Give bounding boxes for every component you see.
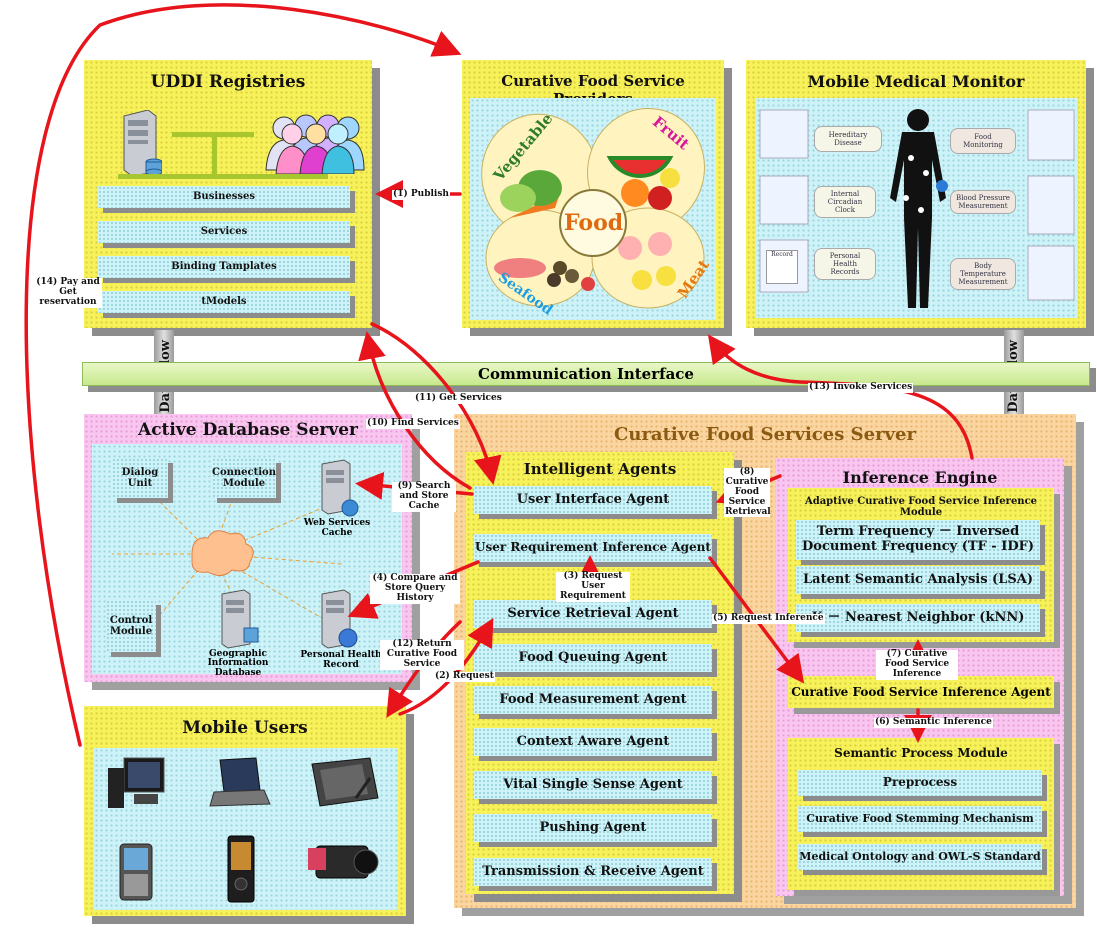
record-card: Record [766, 250, 798, 284]
semantic-title: Semantic Process Module [834, 746, 1008, 760]
flow-label-6: (6) Semantic Inference [874, 717, 993, 728]
flow-label-7: (7) Curative Food Service Inference [876, 649, 958, 680]
flow-label-2: (2) Request [434, 671, 495, 682]
mobile-panel: Mobile Users [84, 706, 406, 916]
semantic-stemming: Curative Food Stemming Mechanism [798, 806, 1042, 832]
db-web-services-cache-label: Web Services Cache [303, 518, 371, 538]
callout-body-temperature: Body Temperature Measurement [950, 258, 1016, 290]
medical-panel: Mobile Medical Monitor Hereditary Diseas… [746, 60, 1086, 328]
agent-vital-single-sense: Vital Single Sense Agent [474, 771, 712, 799]
adaptive-title: Adaptive Curative Food Service Inference… [804, 496, 1038, 518]
flow-label-13: (13) Invoke Services [808, 382, 914, 393]
uddi-bar-binding-templates: Binding Tamplates [98, 256, 350, 278]
adaptive-lsa: Latent Semantic Analysis (LSA) [796, 566, 1040, 594]
semantic-preprocess: Preprocess [798, 770, 1042, 796]
mobile-devices [94, 748, 398, 910]
uddi-panel: UDDI Registries Busine [84, 60, 372, 328]
callout-blood-pressure: Blood Pressure Measurement [950, 190, 1016, 214]
uddi-connector-v [212, 132, 217, 178]
semantic-ontology: Medical Ontology and OWL-S Standard [798, 844, 1042, 870]
uddi-title: UDDI Registries [150, 72, 306, 92]
flow-label-9: (9) Search and Store Cache [392, 481, 456, 512]
providers-panel: Curative Food Service Providers Food [462, 60, 724, 328]
flow-label-8: (8) Curative Food Service Retrieval [724, 467, 771, 518]
server-panel: Curative Food Services Server Intelligen… [454, 414, 1076, 908]
server-title: Curative Food Services Server [614, 424, 916, 445]
medical-image: Hereditary Disease Internal Circadian Cl… [756, 98, 1078, 318]
agent-user-requirement-inference: User Requirement Inference Agent [474, 534, 712, 562]
agent-context-aware: Context Aware Agent [474, 728, 712, 756]
callout-health-records: Personal Health Records [814, 248, 876, 280]
db-dialog-unit: Dialog Unit [112, 458, 168, 498]
db-connection-module: Connection Module [212, 458, 276, 498]
communication-interface: Communication Interface [82, 362, 1090, 386]
agent-food-queuing: Food Queuing Agent [474, 644, 712, 672]
agent-pushing: Pushing Agent [474, 814, 712, 842]
users-group-icon [256, 112, 366, 175]
flow-label-4: (4) Compare and Store Query History [370, 573, 460, 604]
adaptive-knn: K － Nearest Neighbor (kNN) [796, 604, 1040, 632]
adaptive-tfidf: Term Frequency － Inversed Document Frequ… [796, 520, 1040, 560]
food-center-label: Food [564, 210, 624, 236]
callout-hereditary: Hereditary Disease [814, 126, 882, 152]
uddi-bar-businesses: Businesses [98, 186, 350, 208]
inference-engine-title: Inference Engine [842, 468, 998, 487]
db-control-module: Control Module [106, 600, 156, 652]
uddi-bar-services: Services [98, 221, 350, 243]
server-icon [118, 109, 163, 177]
food-image: Food Vegetable Fruit Seafood Meat [470, 98, 716, 320]
flow-label-12: (12) Return Curative Food Service [380, 639, 464, 670]
callout-food-monitoring: Food Monitoring [950, 128, 1016, 154]
flow-label-11: (11) Get Services [414, 393, 503, 404]
db-title: Active Database Server [138, 420, 358, 440]
agent-service-retrieval: Service Retrieval Agent [474, 600, 712, 628]
uddi-connector-h [118, 174, 328, 179]
db-panel: Active Database Server Dialog Unit Con [84, 414, 412, 682]
db-geographic-label: Geographic Information Database [207, 649, 269, 678]
inference-agent-box: Curative Food Service Inference Agent [788, 676, 1054, 708]
flow-label-10: (10) Find Services [366, 418, 460, 429]
agent-user-interface: User Interface Agent [474, 486, 712, 514]
agents-title: Intelligent Agents [523, 460, 677, 478]
agent-transmission-receive: Transmission & Receive Agent [474, 858, 712, 886]
db-inner: Dialog Unit Connection Module Web Servic… [92, 444, 402, 678]
flow-label-3: (3) Request User Requirement [556, 571, 630, 602]
inference-agent-label: Curative Food Service Inference Agent [791, 685, 1051, 699]
flow-label-14: (14) Pay and Get reservation [34, 277, 102, 308]
medical-title: Mobile Medical Monitor [807, 72, 1025, 91]
agent-food-measurement: Food Measurement Agent [474, 686, 712, 714]
flow-label-5: (5) Request Inference [712, 613, 825, 624]
flow-label-1: (1) Publish [392, 189, 450, 200]
callout-circadian: Internal Circadian Clock [814, 186, 876, 218]
uddi-bar-tmodels: tModels [98, 291, 350, 313]
mobile-title: Mobile Users [182, 718, 308, 738]
